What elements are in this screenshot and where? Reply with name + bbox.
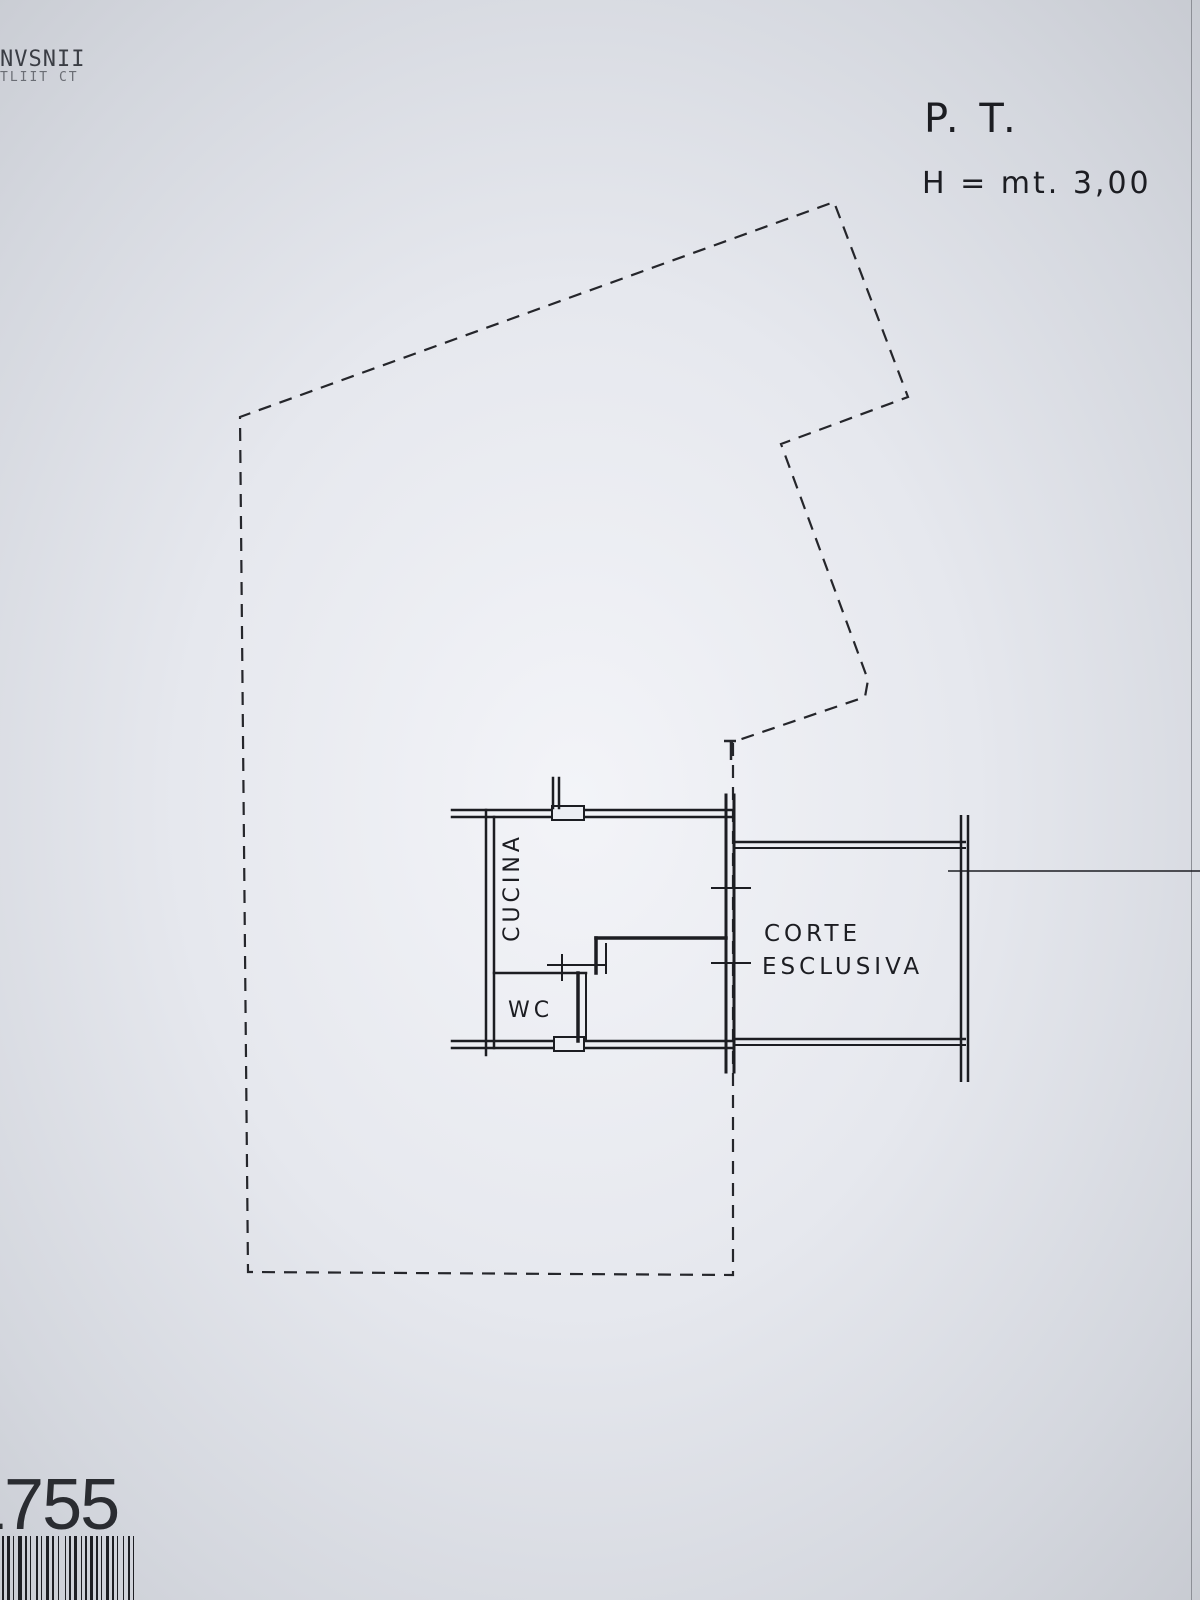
barcode-bar: [106, 1536, 109, 1600]
barcode-bar: [13, 1536, 14, 1600]
courtyard-label: CORTE ESCLUSIVA: [762, 918, 923, 984]
corner-stamp: NVSNII TLIIT CT: [0, 48, 85, 85]
courtyard-outline: [734, 815, 1200, 1082]
barcode-bar: [52, 1536, 54, 1600]
building-walls: [450, 776, 751, 1074]
stamp-line-2: TLIIT CT: [0, 70, 79, 86]
lot-boundary-dashed: [238, 200, 910, 1277]
barcode-bar: [123, 1536, 124, 1600]
barcode-bar: [18, 1536, 22, 1600]
barcode-bar: [25, 1536, 27, 1600]
barcode-bar: [117, 1536, 118, 1600]
barcode-bar: [65, 1536, 66, 1600]
courtyard-label-line-2: ESCLUSIVA: [762, 954, 924, 980]
sheet-edge-line: [1191, 0, 1192, 1600]
barcode-bar: [46, 1536, 49, 1600]
barcode-bar: [81, 1536, 82, 1600]
barcode-bar: [128, 1536, 130, 1600]
floor-label: P. T.: [924, 96, 1020, 142]
kitchen-label: CUCINA: [499, 833, 525, 942]
stamp-line-1: NVSNII: [0, 47, 86, 72]
barcode-bar: [96, 1536, 98, 1600]
barcode: [2, 1536, 134, 1600]
barcode-bar: [58, 1536, 59, 1600]
document-number: 1755: [0, 1465, 120, 1545]
barcode-bar: [74, 1536, 77, 1600]
bathroom-label: WC: [508, 998, 554, 1023]
ceiling-height-label: H = mt. 3,00: [922, 166, 1152, 201]
barcode-bar: [30, 1536, 31, 1600]
barcode-bar: [101, 1536, 102, 1600]
barcode-bar: [85, 1536, 87, 1600]
barcode-bar: [36, 1536, 38, 1600]
barcode-bar: [90, 1536, 93, 1600]
barcode-bar: [2, 1536, 4, 1600]
barcode-bar: [41, 1536, 42, 1600]
barcode-bar: [133, 1536, 134, 1600]
barcode-bar: [112, 1536, 114, 1600]
courtyard-label-line-1: CORTE: [764, 921, 862, 947]
barcode-bar: [69, 1536, 71, 1600]
barcode-bar: [7, 1536, 10, 1600]
